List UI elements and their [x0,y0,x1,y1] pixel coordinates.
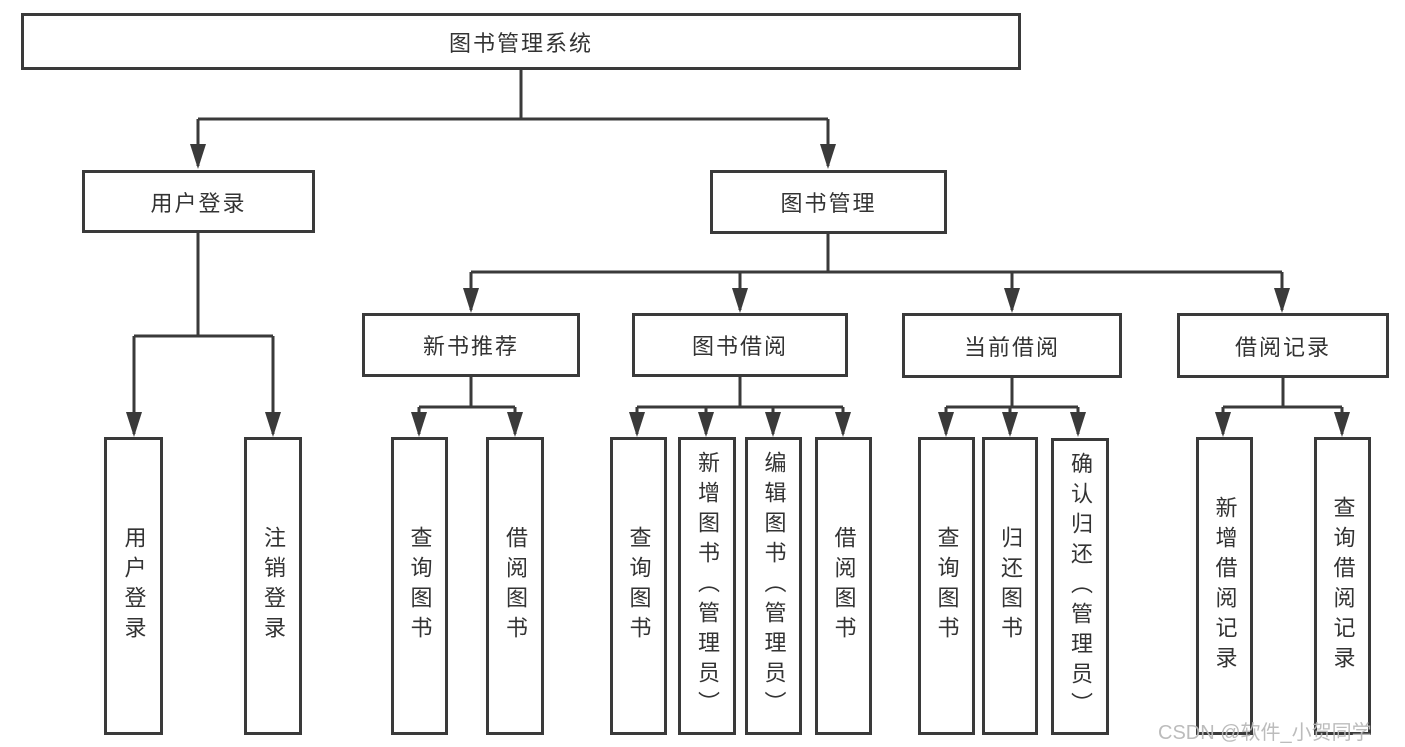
leaf-borrow-books: 借阅图书 [815,437,872,735]
leaf-label: 用户登录 [121,526,147,646]
leaf-label: 归还图书 [998,526,1023,646]
leaf-query-books: 查询图书 [610,437,667,735]
leaf-label: 查询图书 [934,526,960,646]
node-root-label: 图书管理系统 [448,30,593,56]
edge-book-management-sections [469,234,1284,310]
leaf-label: 注销登录 [261,526,286,646]
arrow-down-icon [265,412,281,437]
leaf-query-books: 查询图书 [918,437,975,735]
node-book-borrowing: 图书借阅 [632,313,848,377]
leaf-query-books: 查询图书 [391,437,448,735]
leaf-user-login: 用户登录 [104,437,163,735]
tree-edges [132,70,1344,434]
arrow-down-icon [190,144,206,169]
node-borrowing-records-label: 借阅记录 [1234,334,1331,360]
node-new-book-recommendation: 新书推荐 [362,313,580,377]
node-current-borrowing: 当前借阅 [902,313,1122,378]
arrow-down-icon [629,412,645,437]
arrow-down-icon [835,412,851,437]
node-new-book-recommendation-label: 新书推荐 [422,334,519,359]
leaf-label: 查询借阅记录 [1330,496,1356,676]
node-book-borrowing-label: 图书借阅 [691,334,788,359]
leaf-label: 借阅图书 [503,526,528,646]
arrow-down-icon [820,144,836,169]
watermark: CSDN @软件_小贺同学 [1158,722,1372,744]
leaf-borrow-books: 借阅图书 [486,437,544,735]
node-root: 图书管理系统 [21,13,1021,70]
arrow-down-icon [732,288,748,313]
arrow-down-icon [126,412,142,437]
arrow-down-icon [765,412,781,437]
edge-current-borrowing-children [944,378,1080,434]
arrow-down-icon [698,412,714,437]
arrow-down-icon [1004,288,1020,313]
arrow-down-icon [463,288,479,313]
leaf-label: 新增图书（管理员） [695,451,720,721]
leaf-label: 编辑图书（管理员） [761,451,787,721]
arrow-down-icon [1070,412,1086,437]
node-book-management-label: 图书管理 [780,191,877,216]
arrow-down-icon [1334,412,1350,437]
arrow-down-icon [1002,412,1018,437]
arrow-down-icon [1215,412,1231,437]
arrow-down-icon [507,412,523,437]
leaf-label: 借阅图书 [831,526,857,646]
arrow-down-icon [1274,288,1290,313]
leaf-return-books: 归还图书 [982,437,1038,735]
arrow-down-icon [411,412,427,437]
node-user-login-label: 用户登录 [150,190,247,216]
node-user-login: 用户登录 [82,170,315,233]
edge-borrowing-records-children [1221,378,1344,434]
leaf-logout: 注销登录 [244,437,302,735]
leaf-label: 新增借阅记录 [1212,496,1238,676]
leaf-label: 查询图书 [626,526,652,646]
leaf-query-borrow-record: 查询借阅记录 [1314,437,1371,735]
leaf-label: 查询图书 [407,526,433,646]
edge-root-to-level2 [196,70,830,166]
edge-book-borrowing-children [635,377,845,434]
node-book-management: 图书管理 [710,170,947,234]
node-borrowing-records: 借阅记录 [1177,313,1389,378]
leaf-confirm-return-admin: 确认归还（管理员） [1051,438,1109,735]
node-current-borrowing-label: 当前借阅 [963,334,1060,360]
leaf-edit-books-admin: 编辑图书（管理员） [745,437,802,735]
arrow-down-icon [938,412,954,437]
edge-user-login-children [132,233,275,434]
leaf-add-borrow-record: 新增借阅记录 [1196,437,1253,735]
edge-new-book-rec-children [417,377,517,434]
leaf-label: 确认归还（管理员） [1068,451,1093,722]
leaf-add-books-admin: 新增图书（管理员） [678,437,736,735]
